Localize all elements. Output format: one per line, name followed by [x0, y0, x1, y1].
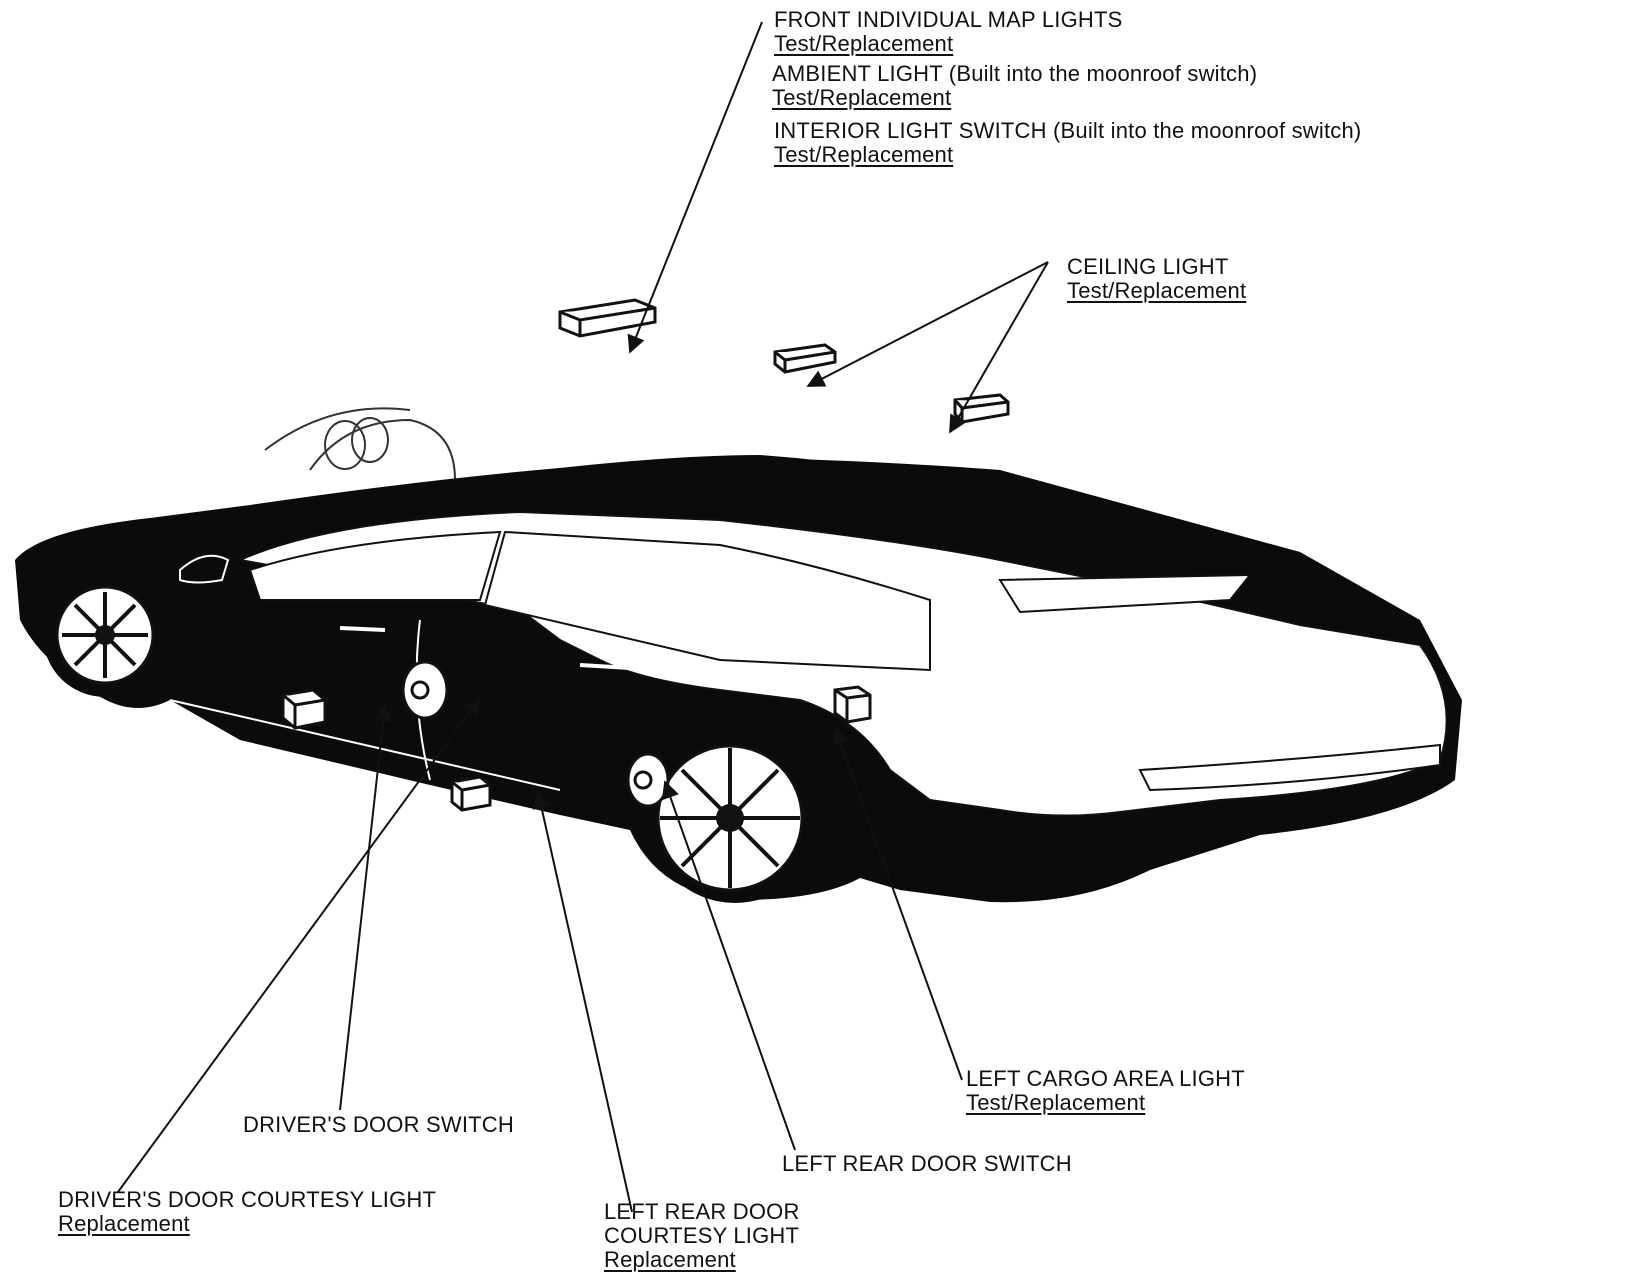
left-rear-door-switch-title: LEFT REAR DOOR SWITCH: [782, 1151, 1072, 1176]
callout-ceiling-light: CEILING LIGHT Test/Replacement: [1067, 255, 1246, 303]
callout-drivers-door-courtesy-light: DRIVER'S DOOR COURTESY LIGHT Replacement: [58, 1188, 436, 1236]
interior-light-switch-link[interactable]: Test/Replacement: [774, 142, 954, 167]
ceiling-light-title: CEILING LIGHT: [1067, 254, 1229, 279]
car-body: [15, 455, 1462, 903]
callout-drivers-door-switch: DRIVER'S DOOR SWITCH: [243, 1113, 514, 1137]
ambient-light-title: AMBIENT LIGHT (Built into the moonroof s…: [772, 61, 1258, 86]
drivers-door-switch-title: DRIVER'S DOOR SWITCH: [243, 1112, 514, 1137]
front-map-lights-link[interactable]: Test/Replacement: [774, 31, 954, 56]
interior-light-switch-title: INTERIOR LIGHT SWITCH (Built into the mo…: [774, 118, 1362, 143]
left-rear-door-courtesy-light-link[interactable]: Replacement: [604, 1247, 736, 1272]
front-map-lights-title: FRONT INDIVIDUAL MAP LIGHTS: [774, 7, 1123, 32]
callout-front-map-lights: FRONT INDIVIDUAL MAP LIGHTS Test/Replace…: [774, 8, 1123, 56]
callout-left-rear-door-courtesy-light: LEFT REAR DOOR COURTESY LIGHT Replacemen…: [604, 1200, 800, 1272]
ambient-light-link[interactable]: Test/Replacement: [772, 85, 952, 110]
left-rear-door-courtesy-light-title-line1: LEFT REAR DOOR: [604, 1199, 800, 1224]
left-cargo-area-light-title: LEFT CARGO AREA LIGHT: [966, 1066, 1245, 1091]
left-cargo-area-light-link[interactable]: Test/Replacement: [966, 1090, 1146, 1115]
ceiling-light-link[interactable]: Test/Replacement: [1067, 278, 1247, 303]
callout-left-rear-door-switch: LEFT REAR DOOR SWITCH: [782, 1152, 1072, 1176]
leader-lines: [117, 21, 1049, 1213]
drivers-door-courtesy-light-title: DRIVER'S DOOR COURTESY LIGHT: [58, 1187, 437, 1212]
left-rear-door-courtesy-light-title-line2: COURTESY LIGHT: [604, 1223, 800, 1248]
callout-left-cargo-area-light: LEFT CARGO AREA LIGHT Test/Replacement: [966, 1067, 1245, 1115]
component-markers: [281, 298, 1010, 812]
drivers-door-courtesy-light-link[interactable]: Replacement: [58, 1211, 190, 1236]
callout-interior-light-switch: INTERIOR LIGHT SWITCH (Built into the mo…: [774, 119, 1361, 167]
callout-ambient-light: AMBIENT LIGHT (Built into the moonroof s…: [772, 62, 1257, 110]
